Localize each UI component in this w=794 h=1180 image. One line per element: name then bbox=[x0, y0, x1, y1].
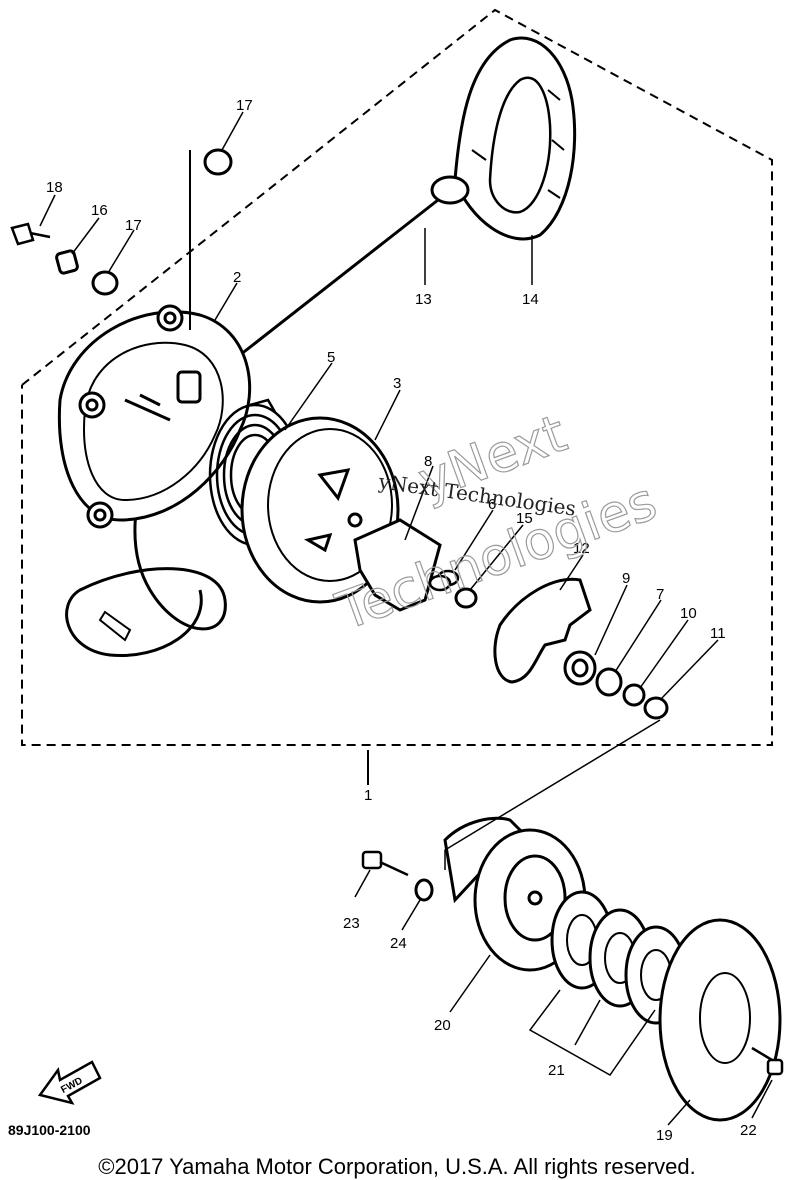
callout-12: 12 bbox=[573, 540, 590, 557]
callout-18: 18 bbox=[46, 179, 63, 196]
assembly-boundary-dashed bbox=[21, 8, 773, 746]
collar-16 bbox=[55, 249, 79, 275]
callout-23: 23 bbox=[343, 915, 360, 932]
callout-labels: 1 2 3 5 6 7 8 9 10 11 12 13 14 15 16 17 … bbox=[46, 97, 757, 1144]
callout-13: 13 bbox=[415, 291, 432, 308]
callout-9: 9 bbox=[622, 570, 630, 587]
fwd-arrow-icon: FWD bbox=[37, 1060, 102, 1105]
callout-8: 8 bbox=[424, 453, 432, 470]
callout-17b: 17 bbox=[125, 217, 142, 234]
callout-6: 6 bbox=[488, 496, 496, 513]
drive-plate bbox=[493, 577, 592, 684]
pawl-spring bbox=[428, 569, 460, 592]
leader-lines bbox=[39, 111, 773, 1126]
callout-14: 14 bbox=[522, 291, 539, 308]
callout-11: 11 bbox=[710, 625, 726, 642]
starter-rope bbox=[239, 198, 439, 357]
callout-24: 24 bbox=[390, 935, 407, 952]
bolt-22 bbox=[751, 1046, 784, 1076]
callout-2: 2 bbox=[233, 269, 241, 286]
starter-case bbox=[57, 304, 252, 529]
diagram-code: 89J100-2100 bbox=[8, 1122, 91, 1138]
callout-10: 10 bbox=[680, 605, 697, 622]
callout-7: 7 bbox=[656, 586, 664, 603]
pawl bbox=[353, 518, 442, 612]
shims bbox=[550, 890, 688, 1025]
callout-16: 16 bbox=[91, 202, 108, 219]
hardware-stack bbox=[563, 650, 669, 720]
callout-21: 21 bbox=[548, 1062, 565, 1079]
starter-plate-19 bbox=[658, 918, 782, 1122]
callout-20: 20 bbox=[434, 1017, 451, 1034]
bushing-17-upper bbox=[203, 148, 233, 176]
callout-15: 15 bbox=[516, 510, 533, 527]
callout-17a: 17 bbox=[236, 97, 253, 114]
copyright-text: ©2017 Yamaha Motor Corporation, U.S.A. A… bbox=[98, 1154, 696, 1179]
callout-22: 22 bbox=[740, 1122, 757, 1139]
washer-15 bbox=[454, 587, 478, 609]
bolt-23 bbox=[361, 850, 409, 877]
callout-1: 1 bbox=[364, 787, 372, 804]
starter-pulley bbox=[443, 816, 587, 972]
washer-24 bbox=[414, 878, 434, 902]
bolt-18 bbox=[10, 222, 51, 246]
callout-3: 3 bbox=[393, 375, 401, 392]
bushing-17-lower bbox=[91, 270, 119, 296]
callout-19: 19 bbox=[656, 1127, 673, 1144]
starter-handle bbox=[430, 36, 577, 241]
callout-5: 5 bbox=[327, 349, 335, 366]
rope-loop bbox=[65, 419, 227, 658]
